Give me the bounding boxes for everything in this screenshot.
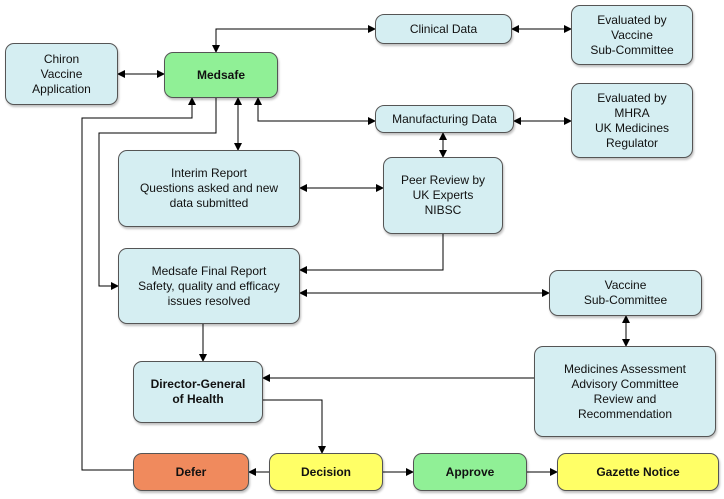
manufacturing-data-node: Manufacturing Data [375, 105, 514, 133]
clinical-data-node: Clinical Data [375, 14, 512, 44]
gazette-notice-node: Gazette Notice [557, 453, 719, 491]
interim-report-node: Interim Report Questions asked and new d… [118, 150, 300, 227]
evaluated-by-vaccine-node: Evaluated by Vaccine Sub-Committee [571, 5, 693, 65]
connector-defer-medsafe [81, 97, 196, 471]
connector-medsafe-manufacturing [254, 97, 376, 125]
peer-review-node: Peer Review by UK Experts NIBSC [383, 157, 503, 234]
final-report-node: Medsafe Final Report Safety, quality and… [118, 248, 300, 324]
approve-node: Approve [413, 453, 527, 491]
connector-medsafe-clinical [212, 25, 376, 53]
decision-node: Decision [269, 453, 383, 491]
connector-peer-final [299, 234, 444, 274]
vaccine-sub-committee-node: Vaccine Sub-Committee [549, 270, 702, 316]
medsafe-node: Medsafe [164, 52, 278, 98]
defer-node: Defer [133, 453, 249, 491]
director-general-node: Director-General of Health [133, 361, 263, 423]
connector-dg-decision [263, 399, 326, 454]
connector-medsafe-final [98, 98, 217, 290]
maac-node: Medicines Assessment Advisory Committee … [534, 346, 716, 437]
evaluated-by-mhra-node: Evaluated by MHRA UK Medicines Regulator [571, 83, 693, 158]
chiron-application-node: Chiron Vaccine Application [5, 43, 118, 105]
